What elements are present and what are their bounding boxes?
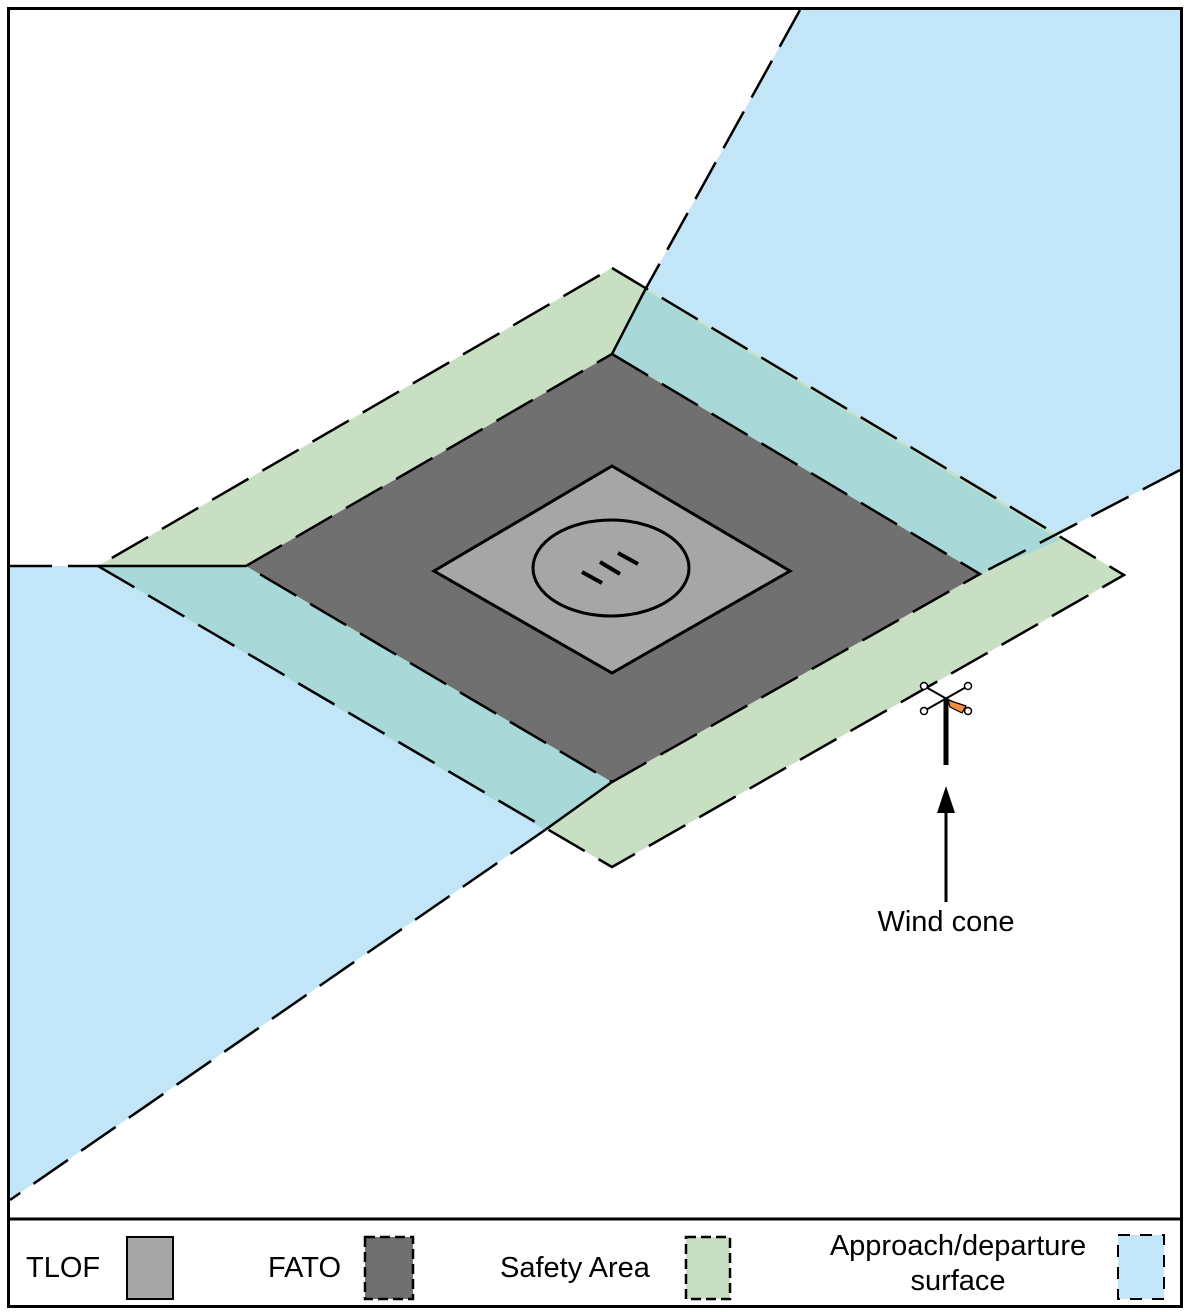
approach-surface-ne-edge-top [643, 9, 802, 291]
legend-tlof-swatch [126, 1236, 174, 1300]
approach-surface-ne [645, 10, 1180, 574]
wind-cone-icon [919, 681, 973, 765]
legend-approach-label-line1: Approach/departure [830, 1230, 1086, 1262]
approach-surface-ne-edge-bottom [979, 468, 1181, 576]
legend-approach-label-line2: surface [910, 1265, 1005, 1297]
approach-overlap-ne [612, 290, 1060, 574]
wind-cone-arrow [937, 786, 955, 902]
legend-safety-area-label: Safety Area [500, 1252, 651, 1284]
frame [7, 7, 1183, 1308]
h-marking [581, 551, 639, 585]
corner-line-s [544, 780, 613, 832]
touchdown-circle [531, 518, 691, 618]
corner-line-ne [610, 289, 647, 355]
legend-fato-swatch [363, 1235, 415, 1301]
legend-approach-swatch [1117, 1234, 1165, 1300]
boundary-lines [9, 9, 1181, 1202]
wind-cone-label: Wind cone [877, 906, 1014, 938]
legend-safety-area-swatch [684, 1235, 732, 1301]
legend-fato-label: FATO [268, 1252, 341, 1284]
approach-overlap-sw [98, 566, 612, 830]
approach-surface-sw-edge-bottom [9, 828, 546, 1202]
legend-tlof-label: TLOF [26, 1252, 100, 1284]
safety-area-edge [95, 266, 1127, 869]
